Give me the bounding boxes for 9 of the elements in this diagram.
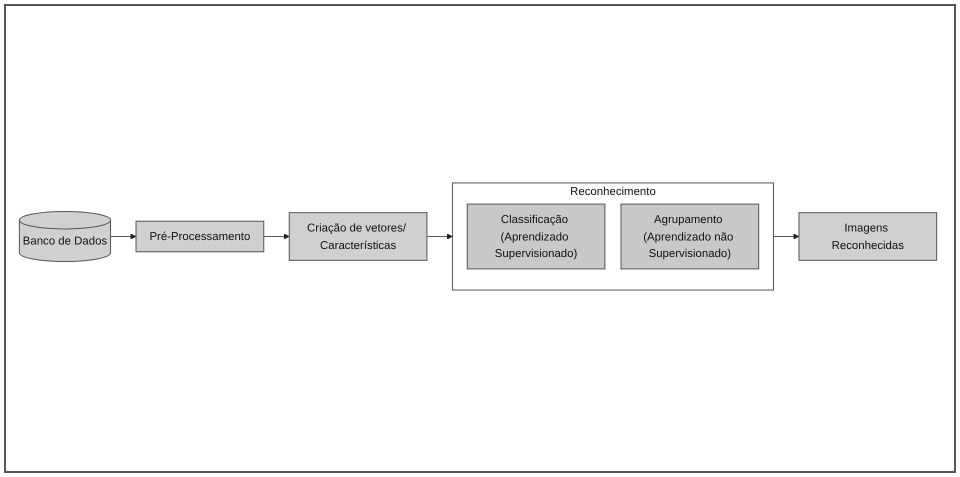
node-box: Classificação (Aprendizado Supervisionado) [466, 204, 606, 270]
arrow [426, 234, 453, 240]
node-box: Agrupamento (Aprendizado não Supervisionado) [620, 204, 760, 270]
arrow [110, 234, 136, 240]
node-box: Imagens Reconhecidas [798, 212, 938, 261]
arrow [773, 234, 800, 240]
node-box: Pré-Processamento [136, 220, 264, 252]
node-box: Criação de vetores/ Características [288, 212, 428, 261]
arrow [263, 234, 290, 240]
